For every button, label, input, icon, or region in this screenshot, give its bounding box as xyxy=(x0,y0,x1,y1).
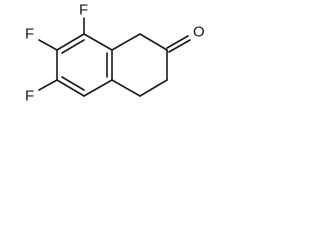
bond-c9-c10 xyxy=(139,79,168,97)
atom-f-middle: F xyxy=(25,26,34,43)
atom-f-bottom: F xyxy=(25,88,34,105)
bond-c3-c4-inner xyxy=(61,76,85,91)
bond-c10-c5 xyxy=(111,79,141,97)
bond-carbonyl-2 xyxy=(168,39,191,53)
bond-c4-c5 xyxy=(83,79,113,97)
bond-c6-c1 xyxy=(83,33,113,51)
bond-c6-c7 xyxy=(111,33,141,51)
atom-oxygen: O xyxy=(193,24,205,41)
bond-c3-f-bottom xyxy=(38,79,58,91)
bond-carbonyl-1 xyxy=(166,35,189,49)
molecule-structure-diagram: F F F O xyxy=(25,2,205,105)
bond-c2-f-middle xyxy=(38,39,58,51)
atom-f-top: F xyxy=(79,2,88,19)
bond-c1-c2-inner xyxy=(61,39,85,54)
bond-c7-c8 xyxy=(139,33,168,51)
bond-c1-c2 xyxy=(56,33,85,51)
bond-c3-c4 xyxy=(56,79,85,97)
